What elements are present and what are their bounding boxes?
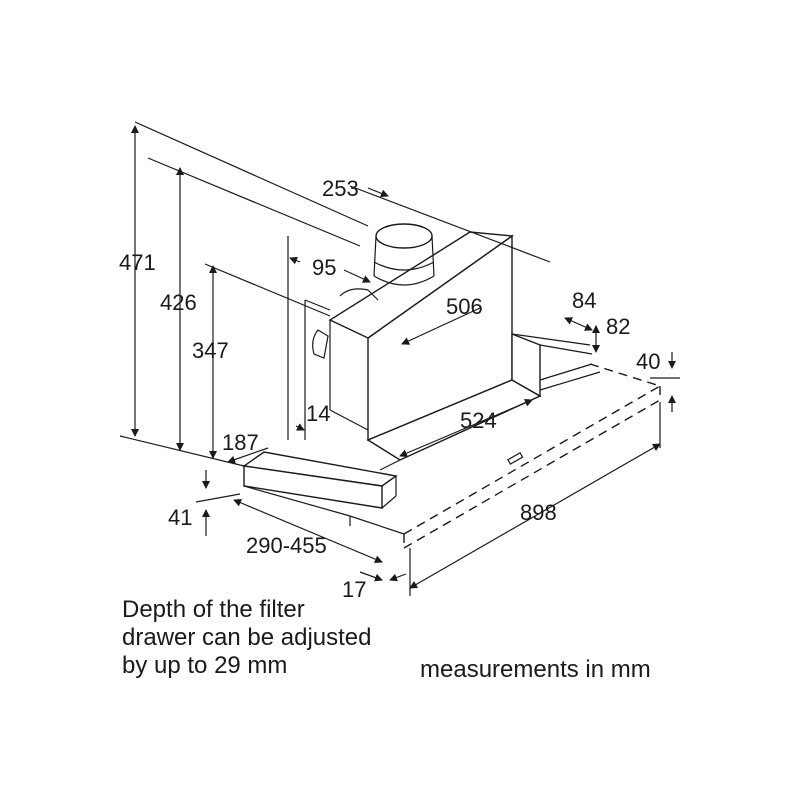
collar-right bbox=[431, 235, 435, 277]
ext-line-bottom bbox=[119, 435, 245, 467]
dimension-lines bbox=[119, 121, 680, 596]
collar-top bbox=[375, 223, 433, 249]
label-17: 17 bbox=[342, 577, 366, 602]
label-95: 95 bbox=[312, 255, 336, 280]
filter-adjustment-note: Depth of the filter drawer can be adjust… bbox=[122, 596, 372, 680]
label-82: 82 bbox=[606, 314, 630, 339]
filter-note-line-1: Depth of the filter bbox=[122, 596, 305, 623]
collar-bottom bbox=[373, 275, 435, 286]
dim-line-14 bbox=[295, 423, 305, 431]
collar-ring bbox=[373, 261, 435, 271]
hood-top-face bbox=[328, 231, 514, 339]
dim-line-95-right bbox=[343, 269, 371, 283]
outline-back-edge bbox=[589, 363, 661, 387]
label-40: 40 bbox=[636, 349, 660, 374]
ext-line-471 bbox=[134, 121, 369, 227]
drawer-rail-2 bbox=[349, 515, 405, 535]
dim-line-506 bbox=[401, 307, 481, 345]
label-84: 84 bbox=[572, 288, 596, 313]
motor-top bbox=[339, 288, 379, 301]
canopy-top-edge-2 bbox=[539, 344, 593, 355]
label-506: 506 bbox=[446, 294, 483, 319]
canopy-side bbox=[511, 332, 541, 398]
outline-handle bbox=[507, 451, 524, 465]
hood-bottom-edge bbox=[329, 409, 369, 431]
ext-line-253 bbox=[349, 185, 551, 263]
canopy-corner bbox=[379, 459, 401, 471]
label-253: 253 bbox=[322, 176, 359, 201]
label-426: 426 bbox=[160, 290, 197, 315]
filter-note-line-3: by up to 29 mm bbox=[122, 652, 288, 679]
collar-left bbox=[373, 235, 377, 277]
exhaust-collar bbox=[373, 223, 435, 286]
dim-line-95-left bbox=[289, 256, 301, 265]
dim-line-84 bbox=[564, 317, 593, 331]
label-41: 41 bbox=[168, 505, 192, 530]
canopy-top-edge bbox=[511, 333, 591, 346]
label-347: 347 bbox=[192, 338, 229, 363]
canopy-lower-edge-2 bbox=[539, 371, 601, 391]
dim-line-898 bbox=[409, 443, 661, 589]
dim-line-187 bbox=[227, 447, 269, 464]
ext-line-41 bbox=[195, 493, 241, 503]
label-524: 524 bbox=[460, 408, 497, 433]
back-panel-top bbox=[304, 299, 331, 311]
label-290-455: 290-455 bbox=[246, 533, 327, 558]
dim-line-17-right bbox=[389, 573, 407, 582]
dim-line-253 bbox=[367, 187, 389, 198]
filter-note-line-2: drawer can be adjusted bbox=[122, 624, 372, 651]
canopy-lower-edge bbox=[539, 363, 593, 381]
label-898: 898 bbox=[520, 500, 557, 525]
dim-line-17-left bbox=[359, 571, 383, 582]
motor-housing bbox=[312, 329, 329, 359]
dimension-labels: 471 426 347 253 95 506 84 82 40 524 14 1… bbox=[119, 176, 660, 602]
label-471: 471 bbox=[119, 250, 156, 275]
ext-line-347 bbox=[204, 263, 331, 317]
label-14: 14 bbox=[306, 401, 330, 426]
filter-drawer bbox=[242, 451, 405, 535]
drawer-side bbox=[381, 495, 397, 509]
label-187: 187 bbox=[222, 430, 259, 455]
dim-line-290-455 bbox=[233, 499, 383, 563]
units-note: measurements in mm bbox=[420, 656, 651, 683]
